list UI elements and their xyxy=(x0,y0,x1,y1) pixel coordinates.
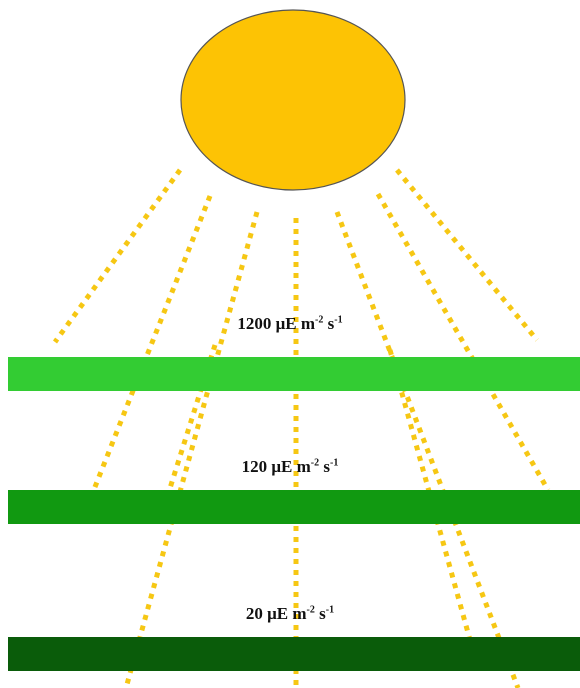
label-low-value: 20 xyxy=(245,604,263,623)
light-ray xyxy=(123,211,260,688)
label-high-exp1: -2 xyxy=(315,314,324,326)
label-high-value: 1200 xyxy=(237,314,272,333)
label-low-mid: s xyxy=(314,604,326,623)
label-medium-intensity: 120 μE m-2 s-1 xyxy=(0,457,580,477)
label-high-unit: μE m xyxy=(275,314,316,333)
light-rays xyxy=(52,168,551,688)
label-low-exp1: -2 xyxy=(306,604,315,616)
label-mid-exp1: -2 xyxy=(310,457,320,469)
light-ray xyxy=(395,168,539,342)
light-ray xyxy=(334,211,521,688)
label-mid-exp2: -1 xyxy=(330,457,339,469)
light-ray xyxy=(157,344,218,521)
band-medium-light xyxy=(8,490,580,524)
label-low-unit: μE m xyxy=(267,604,307,623)
label-mid-unit: μE m xyxy=(271,457,311,476)
label-high-intensity: 1200 μE m-2 s-1 xyxy=(0,314,580,334)
band-low-light xyxy=(8,637,580,671)
label-high-exp2: -1 xyxy=(334,314,343,326)
label-low-intensity: 20 μE m-2 s-1 xyxy=(0,604,580,624)
label-low-exp2: -1 xyxy=(325,604,335,616)
light-ray xyxy=(375,192,551,492)
band-high-light xyxy=(8,357,580,391)
label-mid-value: 120 xyxy=(241,457,268,476)
sun-icon xyxy=(180,9,406,191)
label-mid-mid: s xyxy=(319,457,330,476)
label-high-mid: s xyxy=(323,314,335,333)
light-ray xyxy=(90,195,213,493)
light-ray xyxy=(52,168,183,344)
